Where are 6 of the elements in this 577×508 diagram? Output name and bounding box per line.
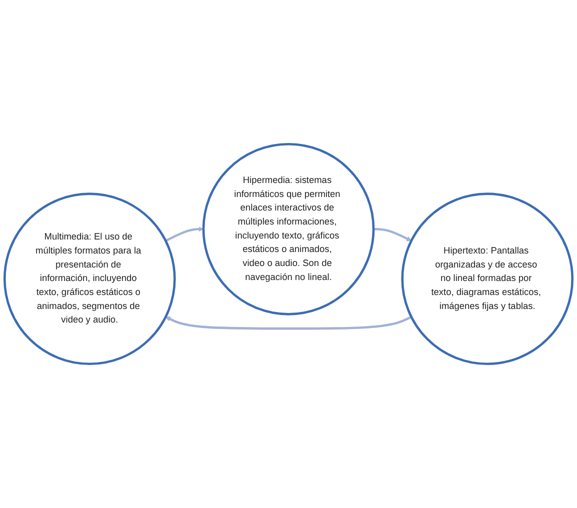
arrow — [165, 316, 412, 330]
arrow — [374, 228, 412, 242]
arrow — [165, 226, 204, 242]
node-circle: Hipertexto: Pantallas organizadas y de acceso no lineal formadas por texto, diagramas estáticos, imágenes fijas y tablas. — [401, 192, 574, 366]
node-circle: Multimedia: El uso de múltiples formatos para la presentación de información, incluyendo texto, gráficos estáticos o animados, segmentos de video y audio. — [3, 192, 176, 366]
node-circle: Hipermedia: sistemas informáticos que permiten enlaces interactivos de múltiples informaciones, incluyendo texto, gráficos estáticos o animados, video o audio. Son de navegación no lineal. — [202, 142, 375, 316]
